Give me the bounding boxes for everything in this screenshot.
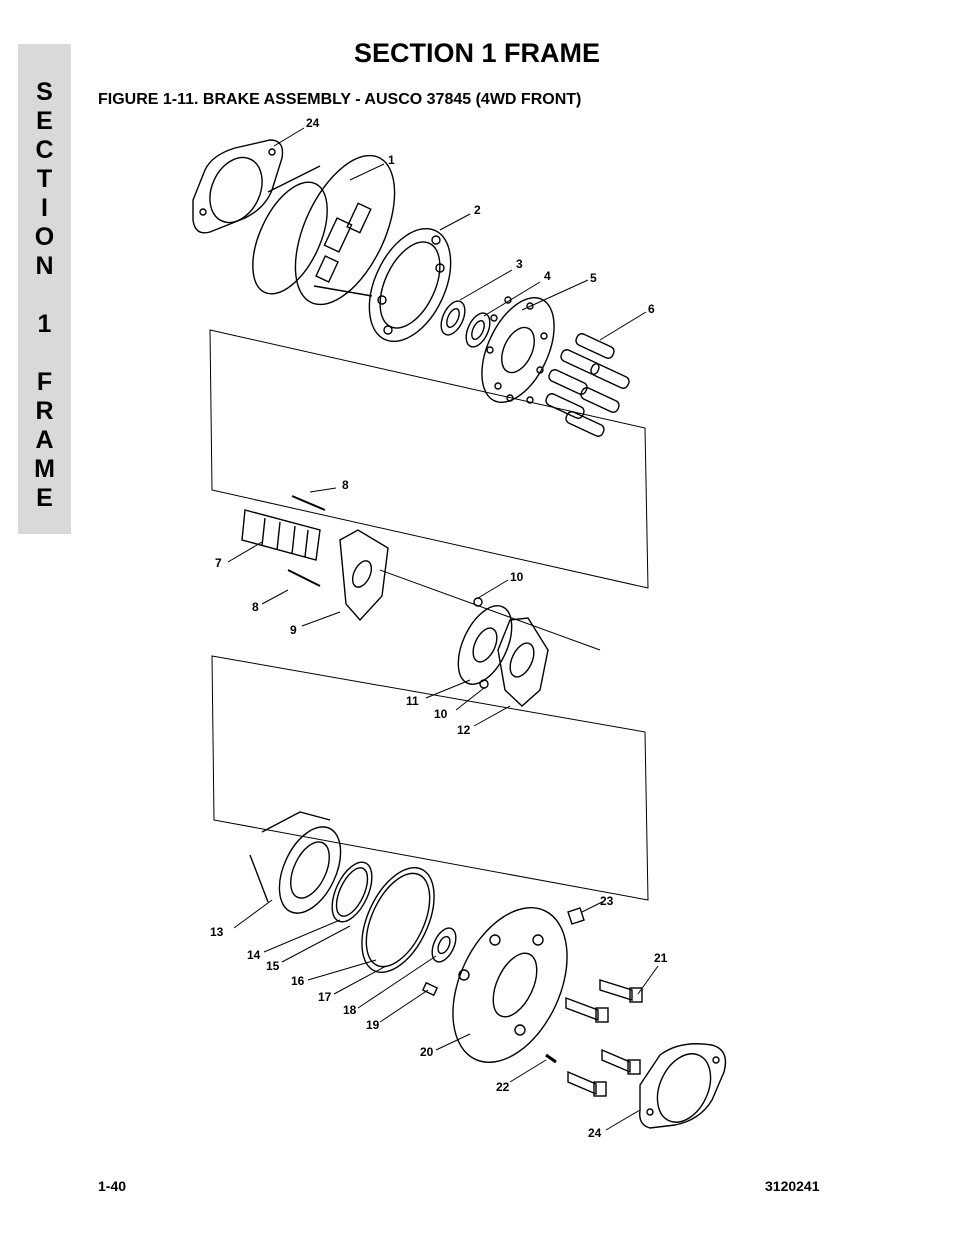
callout-6: 6: [648, 302, 655, 316]
side-tab-letter: 1: [37, 310, 52, 338]
callout-17: 17: [318, 990, 332, 1004]
gasket-bottom: [639, 1043, 727, 1129]
leader-lines: [227, 127, 659, 1131]
callout-4: 4: [544, 269, 551, 283]
callout-16: 16: [291, 974, 305, 988]
dowel: [479, 679, 489, 689]
page-title: SECTION 1 FRAME: [353, 38, 601, 68]
side-tab-letter: S: [36, 78, 53, 106]
callout-12: 12: [457, 723, 471, 737]
callout-23: 23: [600, 894, 614, 908]
side-tab-letter: N: [35, 252, 54, 280]
side-tab-letter: O: [34, 223, 55, 251]
bleeder: [567, 907, 585, 925]
section-side-tab: S E C T I O N 1 F R A M E: [18, 44, 71, 534]
callout-24: 24: [588, 1126, 602, 1140]
side-tab-letter: I: [41, 194, 48, 222]
output-shaft: [241, 509, 321, 561]
page-number: 1-40: [98, 1178, 127, 1194]
gasket-top: [192, 139, 284, 234]
callout-5: 5: [590, 271, 597, 285]
callout-14: 14: [247, 948, 261, 962]
side-tab-letter: E: [36, 107, 53, 135]
callout-22: 22: [496, 1080, 510, 1094]
callout-15: 15: [266, 959, 280, 973]
figure-title: FIGURE 1-11. BRAKE ASSEMBLY - AUSCO 3784…: [98, 91, 582, 108]
callout-10: 10: [434, 707, 448, 721]
spring-retainer: [481, 296, 555, 404]
pressure-plate: [497, 617, 549, 707]
pin: [291, 495, 326, 511]
pin: [287, 569, 321, 587]
callout-9: 9: [290, 623, 297, 637]
document-number: 3120241: [765, 1178, 820, 1194]
cap-screws: [565, 979, 643, 1097]
dowel: [473, 597, 483, 607]
callout-13: 13: [210, 925, 224, 939]
o-ring: [361, 866, 435, 974]
side-tab-letter: M: [34, 455, 55, 483]
side-tab-letter: E: [36, 484, 53, 512]
callout-18: 18: [343, 1003, 357, 1017]
callout-20: 20: [420, 1045, 434, 1059]
callout-19: 19: [366, 1018, 380, 1032]
callout-10: 10: [510, 570, 524, 584]
callout-3: 3: [516, 257, 523, 271]
springs: [545, 333, 630, 437]
separator-plate: [368, 227, 452, 343]
bearing: [431, 927, 457, 963]
callout-8: 8: [252, 600, 259, 614]
callout-24: 24: [306, 116, 320, 130]
callout-1: 1: [388, 153, 395, 167]
seal: [465, 312, 491, 348]
brake-cover: [452, 907, 568, 1063]
brake-housing: [252, 154, 396, 306]
set-screw: [545, 1053, 557, 1064]
bearing: [440, 300, 466, 336]
callout-2: 2: [474, 203, 481, 217]
side-tab-letter: C: [35, 136, 54, 164]
callout-7: 7: [215, 556, 222, 570]
fitting: [421, 981, 439, 997]
callout-21: 21: [654, 951, 668, 965]
stator-plate: [339, 529, 389, 622]
callout-11: 11: [406, 694, 419, 708]
piston: [249, 811, 342, 914]
side-tab-letter: R: [35, 397, 54, 425]
callout-numbers: 24 1 2 3 4 5 6 8 7 10 8 9 11 10 12 13 23…: [210, 116, 668, 1140]
side-tab-letter: F: [36, 368, 53, 396]
callout-8: 8: [342, 478, 349, 492]
side-tab-letter: A: [35, 426, 54, 454]
rotor-disc: [457, 605, 513, 685]
side-tab-letter: T: [36, 165, 53, 193]
